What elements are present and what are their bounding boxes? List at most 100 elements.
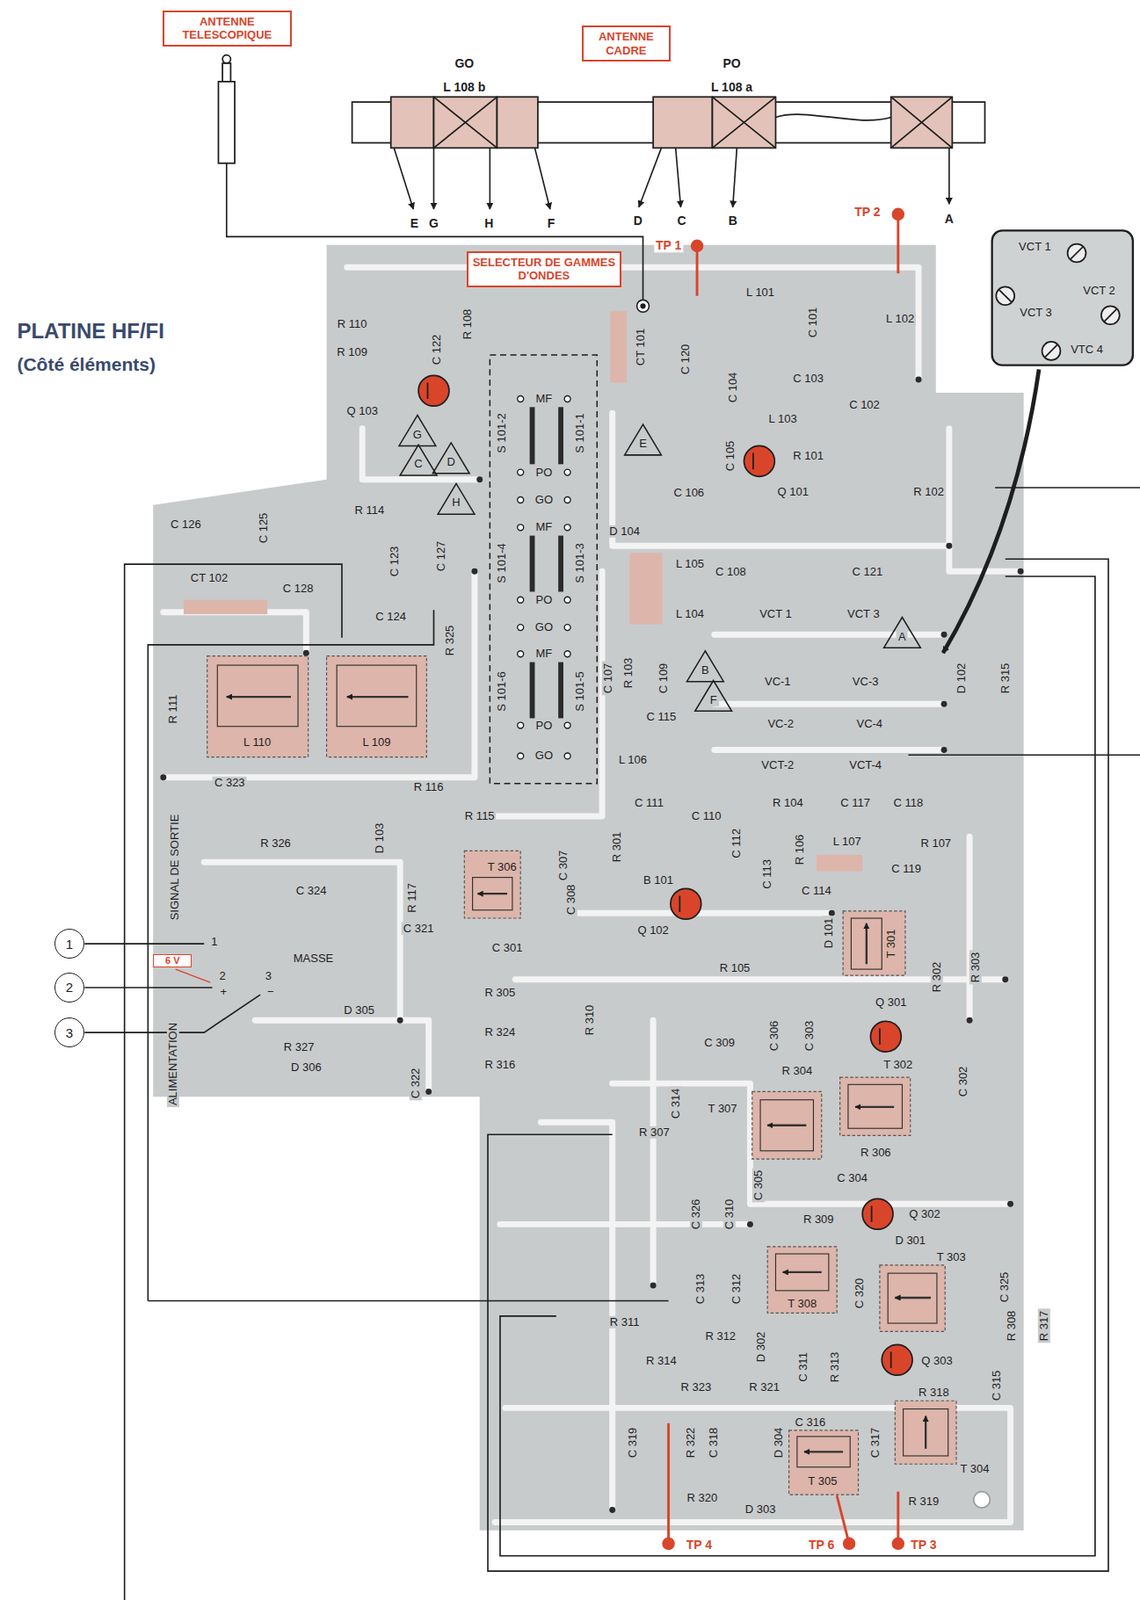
component-label: R 323 [679,1381,714,1395]
component-label: T 303 [935,1250,968,1264]
contact [517,524,524,531]
component-label: GO [533,749,555,763]
tap-wire [534,147,550,210]
core-arrow [783,1271,822,1274]
component-label: C 318 [706,1426,719,1461]
component-label: R 109 [334,345,370,358]
transformers [207,656,957,1496]
component-label: C [412,457,424,471]
component-label: MF [534,647,555,661]
transformer-can [207,656,309,758]
component-label: L 105 [674,558,706,571]
coil-winding [653,96,712,148]
component-label: C 126 [168,518,204,531]
pad [1017,568,1024,575]
pad [747,1221,754,1228]
component-label: VC-4 [854,718,885,731]
transformer-can [767,1247,837,1314]
connector-wire [84,943,204,945]
component-label: C 310 [723,1197,736,1232]
blade [530,536,536,593]
component-label: D 303 [743,1503,778,1517]
wire [147,609,434,1301]
component-label: B [699,664,712,677]
transistor-symbol [881,1344,913,1376]
trace [714,701,944,708]
component-label: R 324 [483,1026,518,1039]
component-label: R 305 [483,987,518,1000]
transformer-t304 [894,1401,957,1465]
antenna-wire [226,163,644,301]
coil [629,552,662,625]
trimmer-screw [1042,341,1061,361]
component-label: R 117 [406,881,419,915]
component-label: C 321 [401,922,436,935]
core-arrow [855,1106,894,1109]
component-label: R 104 [770,797,806,810]
wire [907,754,1140,756]
component-label: R 107 [918,837,953,850]
component-label: C 322 [408,1067,422,1102]
component-label: R 308 [1005,1309,1018,1344]
winding [887,1273,937,1324]
screw-slot [1070,246,1083,260]
component-label: D 304 [772,1426,785,1461]
component-label: ALIMENTATION [167,1021,180,1108]
transformer-label: T 305 [805,1475,839,1489]
node-text: VCT 3 [1017,305,1054,320]
connector-circle: 1 [54,929,85,959]
trimmer-panel [992,230,1133,365]
component-label: R 301 [610,829,624,865]
component-label: C 309 [702,1037,737,1050]
test-point-lead [696,246,699,297]
component-label: C 306 [768,1018,781,1053]
component-label: R 319 [906,1495,941,1509]
transformer-can [840,1077,911,1136]
coil-cross [433,96,497,148]
contact [517,722,524,729]
component-label: C 125 [256,511,269,546]
trace [479,571,603,817]
component-label: L 106 [617,754,649,767]
component-label: R 310 [583,1003,596,1039]
component-label: − [265,985,276,998]
component-label: R 326 [258,837,293,850]
component-label: D 101 [822,916,836,952]
component-label: C 326 [689,1197,703,1232]
component-label: C 316 [793,1415,828,1429]
transformer-label: T 306 [486,861,519,874]
contact [564,496,571,503]
screw-slot [999,290,1012,303]
transistor-symbol [670,888,702,920]
component-label: A [896,630,908,643]
blade [530,406,536,465]
component-label: R 115 [463,810,497,823]
component-label: L 107 [831,835,864,849]
component-label: 1 [209,936,219,949]
transformer-t305 [789,1430,859,1496]
component-label: C 108 [713,566,748,579]
contact [517,469,524,476]
blade [558,406,564,465]
test-point-dot [893,209,904,220]
pad [941,747,948,754]
component-label: R 101 [791,450,826,463]
component-label: D 103 [373,821,386,857]
node-text: 3 [65,1025,73,1041]
core-arrow [804,1451,843,1453]
wire [500,576,1096,1557]
component-label: R 322 [684,1426,698,1461]
node-text: SELECTEUR DE GAMMES D'ONDES [471,255,617,284]
trace [203,862,400,1021]
pad [471,568,478,575]
pad [476,476,483,483]
transistor-symbol [870,1021,901,1053]
component-label: D 102 [955,661,968,697]
component-label: C 112 [730,827,743,861]
component-label: R 108 [461,307,474,342]
transformer-label: L 110 [241,736,273,749]
component-label: T 304 [958,1463,991,1476]
component-label: D [445,456,458,469]
test-point-dot [893,1539,904,1550]
contact [517,624,524,632]
